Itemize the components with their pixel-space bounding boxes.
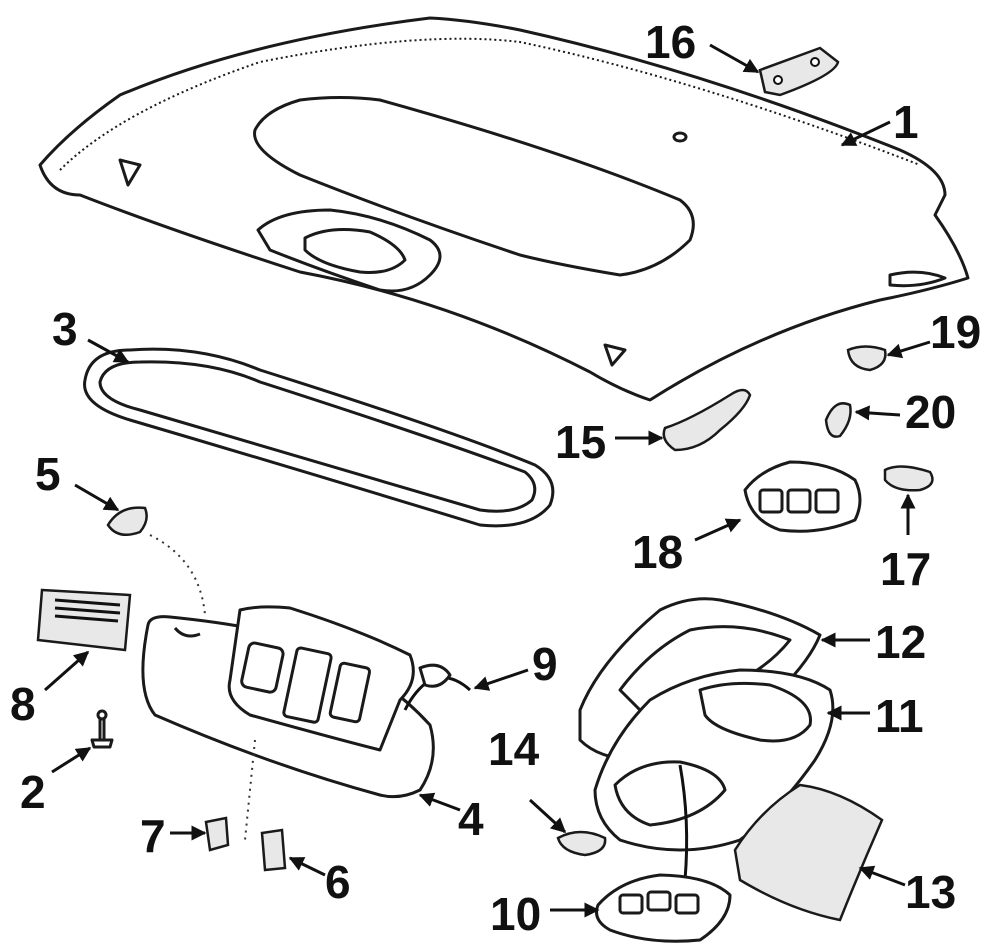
reading-lamp-part (595, 873, 732, 943)
wire-lead-11 (678, 764, 689, 881)
leader-2 (51, 746, 92, 774)
clip-part-6 (260, 828, 287, 872)
callout-2: 2 (20, 766, 46, 818)
dotted-guide-4 (244, 739, 256, 841)
leader-19 (886, 340, 931, 359)
bulb-part-20 (824, 402, 852, 438)
callout-3: 3 (52, 303, 78, 355)
callout-4: 4 (458, 793, 484, 845)
lens-part-17 (883, 465, 934, 492)
callout-6: 6 (325, 856, 351, 908)
callout-8: 8 (10, 678, 36, 730)
leader-9 (473, 668, 529, 691)
callout-12: 12 (875, 616, 926, 668)
callout-18: 18 (632, 526, 683, 578)
leader-1 (840, 120, 891, 147)
bracket-part-16 (758, 46, 840, 97)
label-plate-part (36, 588, 132, 652)
leader-13 (858, 865, 906, 887)
callout-14: 14 (488, 723, 540, 775)
dome-lamp-part (743, 460, 862, 533)
callout-16: 16 (645, 16, 696, 68)
headliner-part (38, 16, 970, 402)
clip-part-5 (106, 506, 148, 537)
sun-visor-part (141, 605, 435, 799)
callout-20: 20 (905, 386, 956, 438)
leader-6 (288, 856, 326, 877)
leader-8 (44, 650, 90, 692)
callout-10: 10 (490, 888, 541, 940)
leader-20 (854, 405, 901, 421)
clip-part-14 (556, 830, 607, 857)
leader-16 (709, 43, 760, 74)
cap-part-19 (846, 345, 887, 372)
screw-part (90, 709, 114, 749)
leader-18 (694, 518, 742, 542)
leader-4 (418, 792, 461, 812)
callout-7: 7 (140, 810, 166, 862)
clip-part-7 (204, 816, 230, 852)
callout-17: 17 (880, 543, 931, 595)
grab-handle-part (662, 388, 752, 452)
leader-14 (528, 798, 567, 834)
wire-harness-part (403, 663, 472, 711)
callout-19: 19 (930, 306, 981, 358)
leader-3 (87, 338, 130, 364)
cover-panel-part (733, 783, 884, 922)
callout-13: 13 (905, 866, 956, 918)
callout-15: 15 (555, 416, 606, 468)
sunroof-seal-part (83, 347, 555, 528)
callout-1: 1 (893, 96, 919, 148)
callout-5: 5 (35, 448, 61, 500)
callout-11: 11 (875, 690, 924, 742)
callout-9: 9 (532, 638, 558, 690)
dotted-guide-5 (149, 534, 206, 616)
leader-5 (74, 483, 120, 512)
